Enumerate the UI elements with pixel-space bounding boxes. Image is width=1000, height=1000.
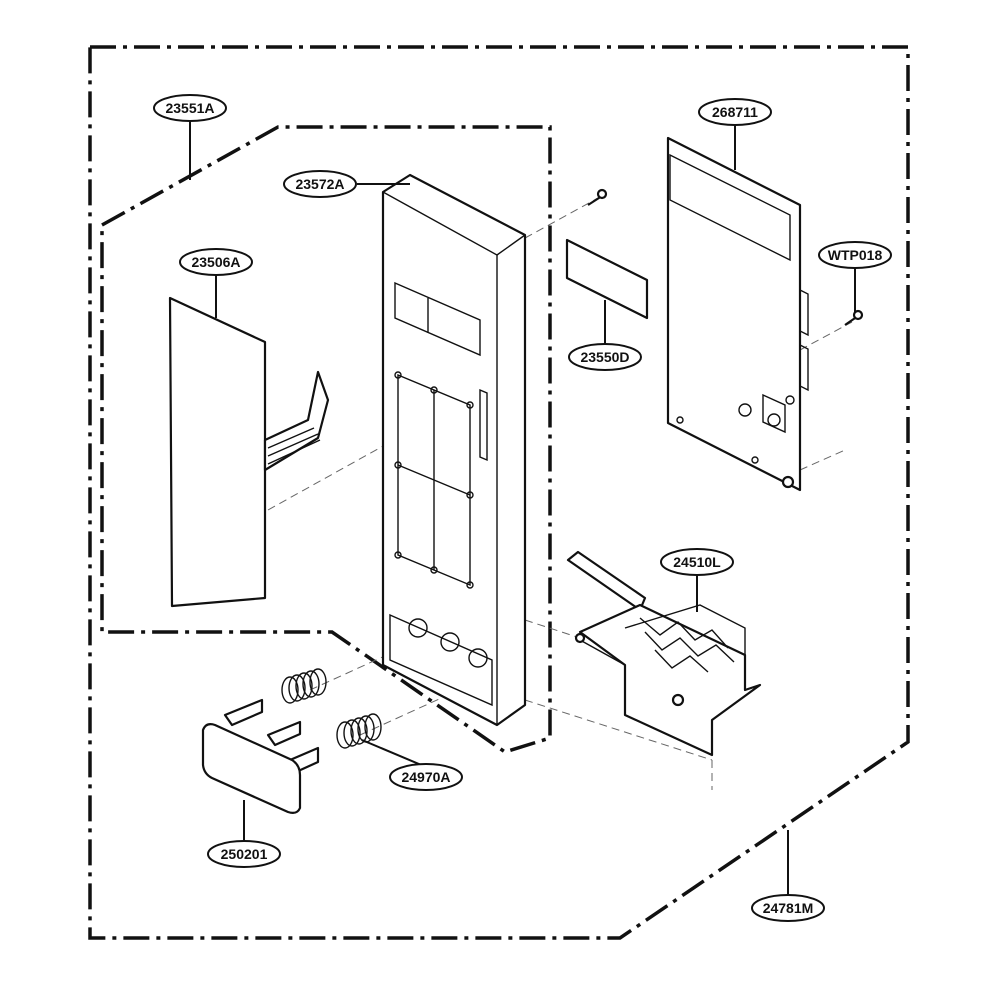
pcb-screw-part xyxy=(844,309,864,326)
inner-panel-boundary xyxy=(100,125,552,754)
display-window-part xyxy=(565,238,649,320)
callout-panel-assembly: 23551A xyxy=(153,94,227,122)
door-lever-part xyxy=(566,550,762,757)
label-24970A: 24970A xyxy=(401,769,450,785)
label-24510L: 24510L xyxy=(673,554,721,570)
callout-door-lever: 24510L xyxy=(660,548,734,576)
front-panel-part xyxy=(381,173,527,727)
callout-membrane-switch: 23506A xyxy=(179,248,253,276)
callout-front-panel: 23572A xyxy=(283,170,357,198)
springs-part xyxy=(281,668,382,749)
label-WTP018: WTP018 xyxy=(828,247,883,263)
label-23550D: 23550D xyxy=(580,349,629,365)
label-23551A: 23551A xyxy=(165,100,214,116)
push-button-part xyxy=(201,698,320,814)
leader-lines xyxy=(189,120,856,895)
callout-springs: 24970A xyxy=(389,763,463,791)
callout-control-pcb: 268711 xyxy=(698,98,772,126)
callout-display-window: 23550D xyxy=(568,343,642,371)
label-23572A: 23572A xyxy=(295,176,344,192)
alignment-guides xyxy=(267,197,853,790)
label-24781M: 24781M xyxy=(763,900,814,916)
label-268711: 268711 xyxy=(712,104,758,120)
label-250201: 250201 xyxy=(221,846,268,862)
membrane-switch-part xyxy=(168,296,330,608)
callout-push-button: 250201 xyxy=(207,840,281,868)
callout-control-assembly: 24781M xyxy=(751,894,825,922)
panel-screw xyxy=(587,188,608,206)
outer-assembly-boundary xyxy=(88,45,910,940)
callout-pcb-screw: WTP018 xyxy=(818,241,892,269)
label-23506A: 23506A xyxy=(191,254,240,270)
control-pcb-part xyxy=(666,136,809,492)
